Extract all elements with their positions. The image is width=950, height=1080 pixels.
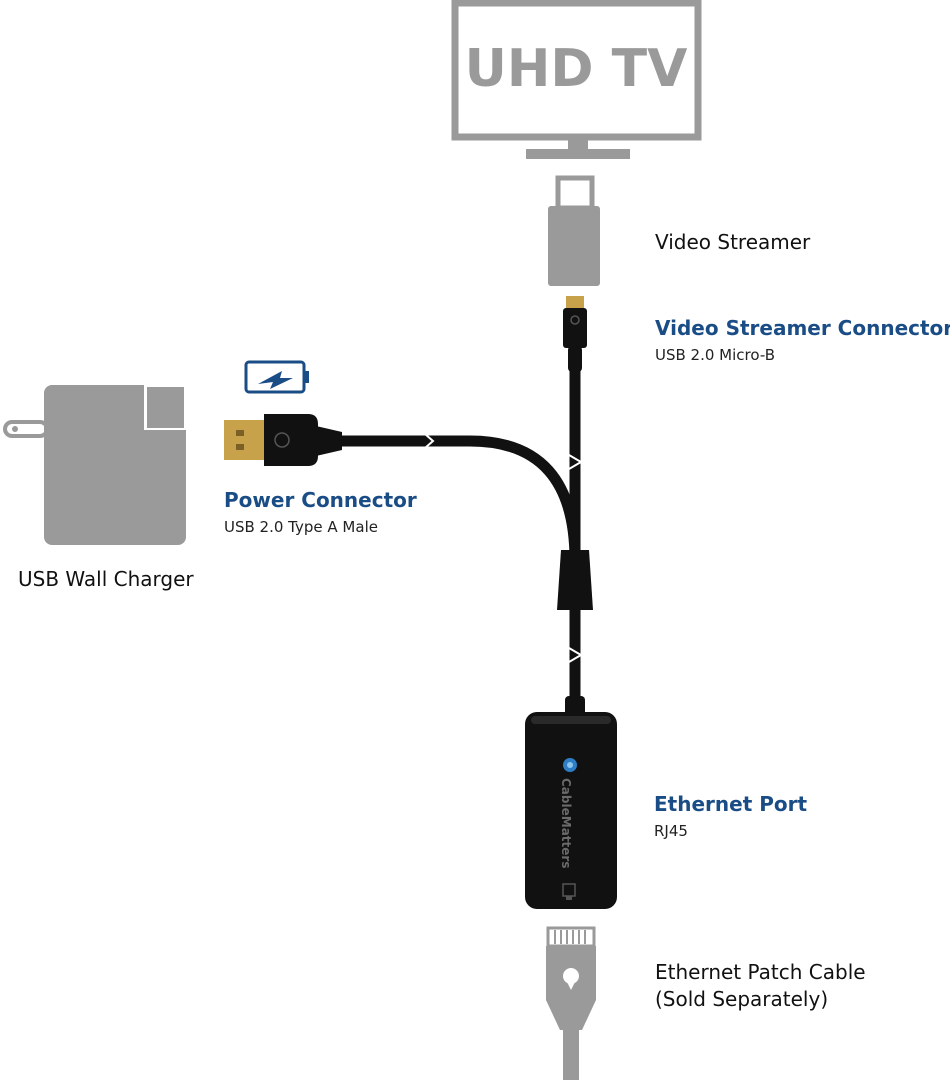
video-streamer-connector-sublabel: USB 2.0 Micro-B	[655, 346, 775, 364]
video-streamer-icon	[548, 175, 600, 286]
cable-splitter	[557, 550, 593, 610]
usb-wall-charger-icon	[3, 385, 186, 545]
ethernet-port-sublabel: RJ45	[654, 822, 688, 840]
uhd-tv-icon: UHD TV	[451, 0, 702, 159]
power-connector-label: Power Connector	[224, 488, 417, 512]
adapter-brand-text: CableMatters	[559, 778, 573, 868]
video-streamer-label: Video Streamer	[655, 230, 811, 254]
video-streamer-connector-label: Video Streamer Connector	[655, 316, 950, 340]
ethernet-patch-cable-label: Ethernet Patch Cable	[655, 960, 866, 984]
ethernet-adapter-icon: CableMatters	[525, 696, 617, 909]
ethernet-port-label: Ethernet Port	[654, 792, 808, 816]
power-cable	[340, 435, 581, 561]
ethernet-patch-cable-sublabel: (Sold Separately)	[655, 987, 829, 1011]
usb-wall-charger-label: USB Wall Charger	[18, 567, 194, 591]
ethernet-patch-cable-icon	[546, 926, 596, 1080]
usb-a-connector	[224, 414, 342, 466]
micro-usb-connector	[563, 296, 587, 372]
charging-battery-icon	[244, 360, 309, 394]
tv-label: UHD TV	[465, 39, 688, 99]
power-connector-sublabel: USB 2.0 Type A Male	[224, 518, 378, 536]
